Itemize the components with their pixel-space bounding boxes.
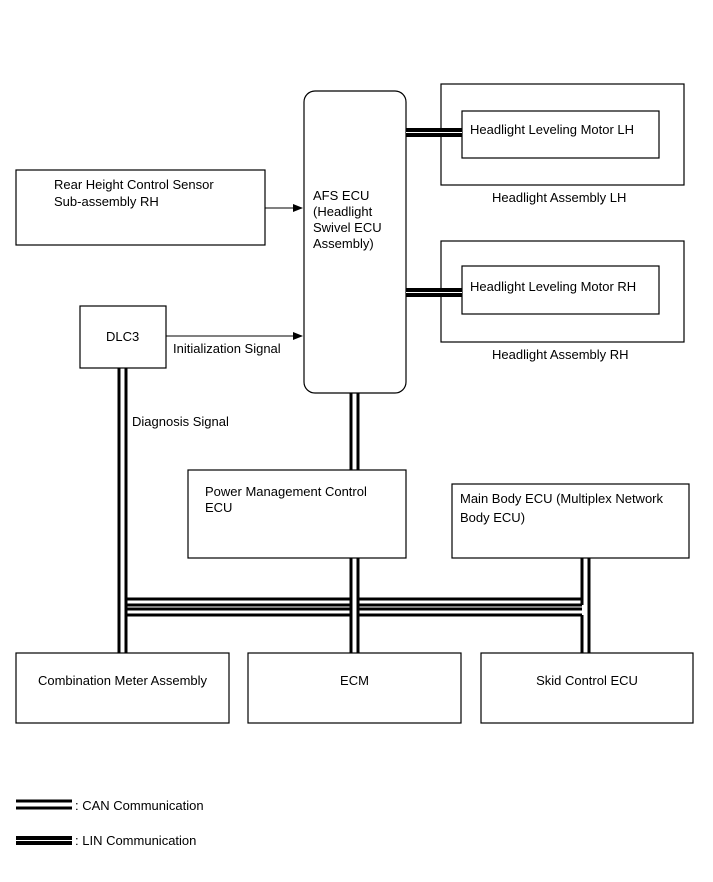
afs-ecu-label-line3: Swivel ECU <box>313 220 382 235</box>
rear-sensor-label-line2: Sub-assembly RH <box>54 194 159 209</box>
rear-sensor-label-line1: Rear Height Control Sensor <box>54 177 214 192</box>
combination-meter-box <box>15 652 230 724</box>
ecm-box <box>247 652 462 724</box>
dlc3-label: DLC3 <box>106 329 139 344</box>
lin-connection-rh <box>406 288 462 297</box>
headlight-leveling-motor-lh-label: Headlight Leveling Motor LH <box>470 122 634 137</box>
combination-meter-label: Combination Meter Assembly <box>38 673 208 688</box>
afs-ecu-label-line4: Assembly) <box>313 236 374 251</box>
main-body-ecu-box <box>451 483 690 559</box>
legend-can-label: : CAN Communication <box>75 798 204 813</box>
initialization-signal-label: Initialization Signal <box>173 341 281 356</box>
headlight-assembly-rh-label: Headlight Assembly RH <box>492 347 629 362</box>
power-management-ecu-label-line1: Power Management Control <box>205 484 367 499</box>
headlight-assembly-lh-label: Headlight Assembly LH <box>492 190 626 205</box>
afs-ecu-box <box>303 90 407 394</box>
skid-control-ecu-label: Skid Control ECU <box>536 673 638 688</box>
diagnosis-signal-label: Diagnosis Signal <box>132 414 229 429</box>
dlc3-box <box>79 305 167 369</box>
legend-lin-symbol <box>16 836 72 845</box>
main-body-ecu-label-line2: Body ECU) <box>460 510 525 525</box>
ecm-label: ECM <box>340 673 369 688</box>
skid-control-ecu-box <box>480 652 694 724</box>
lin-connection-lh <box>406 128 462 137</box>
power-management-ecu-label-line2: ECU <box>205 500 232 515</box>
power-management-ecu-box <box>187 469 407 559</box>
main-body-ecu-label-line1: Main Body ECU (Multiplex Network <box>460 491 664 506</box>
afs-ecu-label-line1: AFS ECU <box>313 188 369 203</box>
legend-lin-label: : LIN Communication <box>75 833 196 848</box>
afs-ecu-label-line2: (Headlight <box>313 204 373 219</box>
legend-can-symbol <box>16 799 72 810</box>
can-bus <box>117 368 591 653</box>
headlight-leveling-motor-rh-label: Headlight Leveling Motor RH <box>470 279 636 294</box>
